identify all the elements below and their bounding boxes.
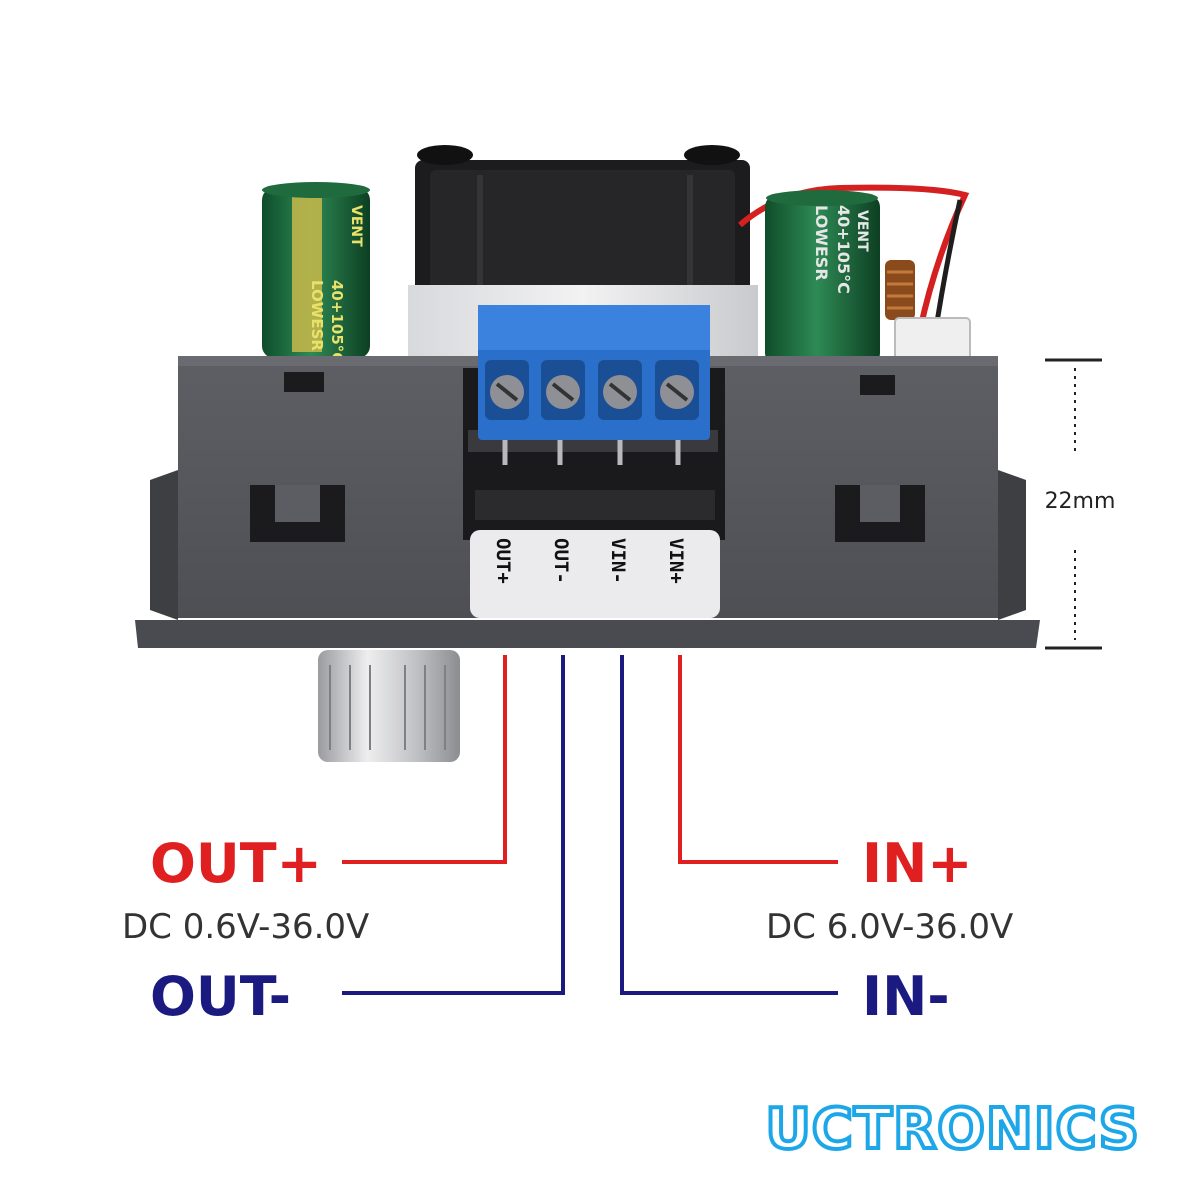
- terminal-screw: [485, 360, 529, 420]
- label-in-plus: IN+: [862, 832, 973, 895]
- wire-in-plus: [678, 655, 838, 864]
- cooling-fan: [415, 145, 750, 295]
- terminal-label-sticker: OUT+ OUT- VIN- VIN+: [470, 530, 720, 618]
- wire-out-minus: [342, 655, 565, 995]
- label-in-minus: IN-: [862, 965, 950, 1028]
- capacitor-right: VENT 40+105°C LOWESR: [765, 190, 880, 365]
- label-out-minus: OUT-: [150, 965, 291, 1028]
- terminal-label-vin-plus: VIN+: [665, 538, 687, 584]
- label-out-plus: OUT+: [150, 832, 322, 895]
- terminal-screw: [655, 360, 699, 420]
- terminal-screw: [598, 360, 642, 420]
- capacitor-left-text-2: 40+105°C: [328, 280, 346, 363]
- wire-in-minus: [620, 655, 838, 995]
- wire-out-plus: [342, 655, 507, 864]
- capacitor-left-text-3: LOWESR: [308, 280, 326, 351]
- inductor-coil: [885, 260, 915, 320]
- dimension-label: 22mm: [1045, 489, 1116, 514]
- capacitor-left: VENT 40+105°C LOWESR: [262, 182, 370, 363]
- capacitor-left-text-1: VENT: [348, 205, 364, 247]
- terminal-label-out-plus: OUT+: [492, 538, 514, 584]
- capacitor-right-text-3: LOWESR: [812, 205, 831, 281]
- capacitor-right-text-1: VENT: [854, 210, 870, 252]
- height-dimension: 22mm: [1045, 358, 1116, 650]
- label-out-range: DC 0.6V-36.0V: [122, 907, 369, 947]
- terminal-screw: [541, 360, 585, 420]
- terminal-label-vin-minus: VIN-: [607, 538, 629, 584]
- terminal-block: [478, 305, 710, 440]
- brand-logo: UCTRONICS: [765, 1097, 1140, 1162]
- module-illustration: VENT 40+105°C LOWESR VENT 40+105°C LOWES…: [135, 145, 1040, 762]
- capacitor-right-text-2: 40+105°C: [834, 205, 853, 294]
- potentiometer-shaft: [318, 650, 460, 762]
- label-in-range: DC 6.0V-36.0V: [766, 907, 1013, 947]
- terminal-label-out-minus: OUT-: [550, 538, 572, 584]
